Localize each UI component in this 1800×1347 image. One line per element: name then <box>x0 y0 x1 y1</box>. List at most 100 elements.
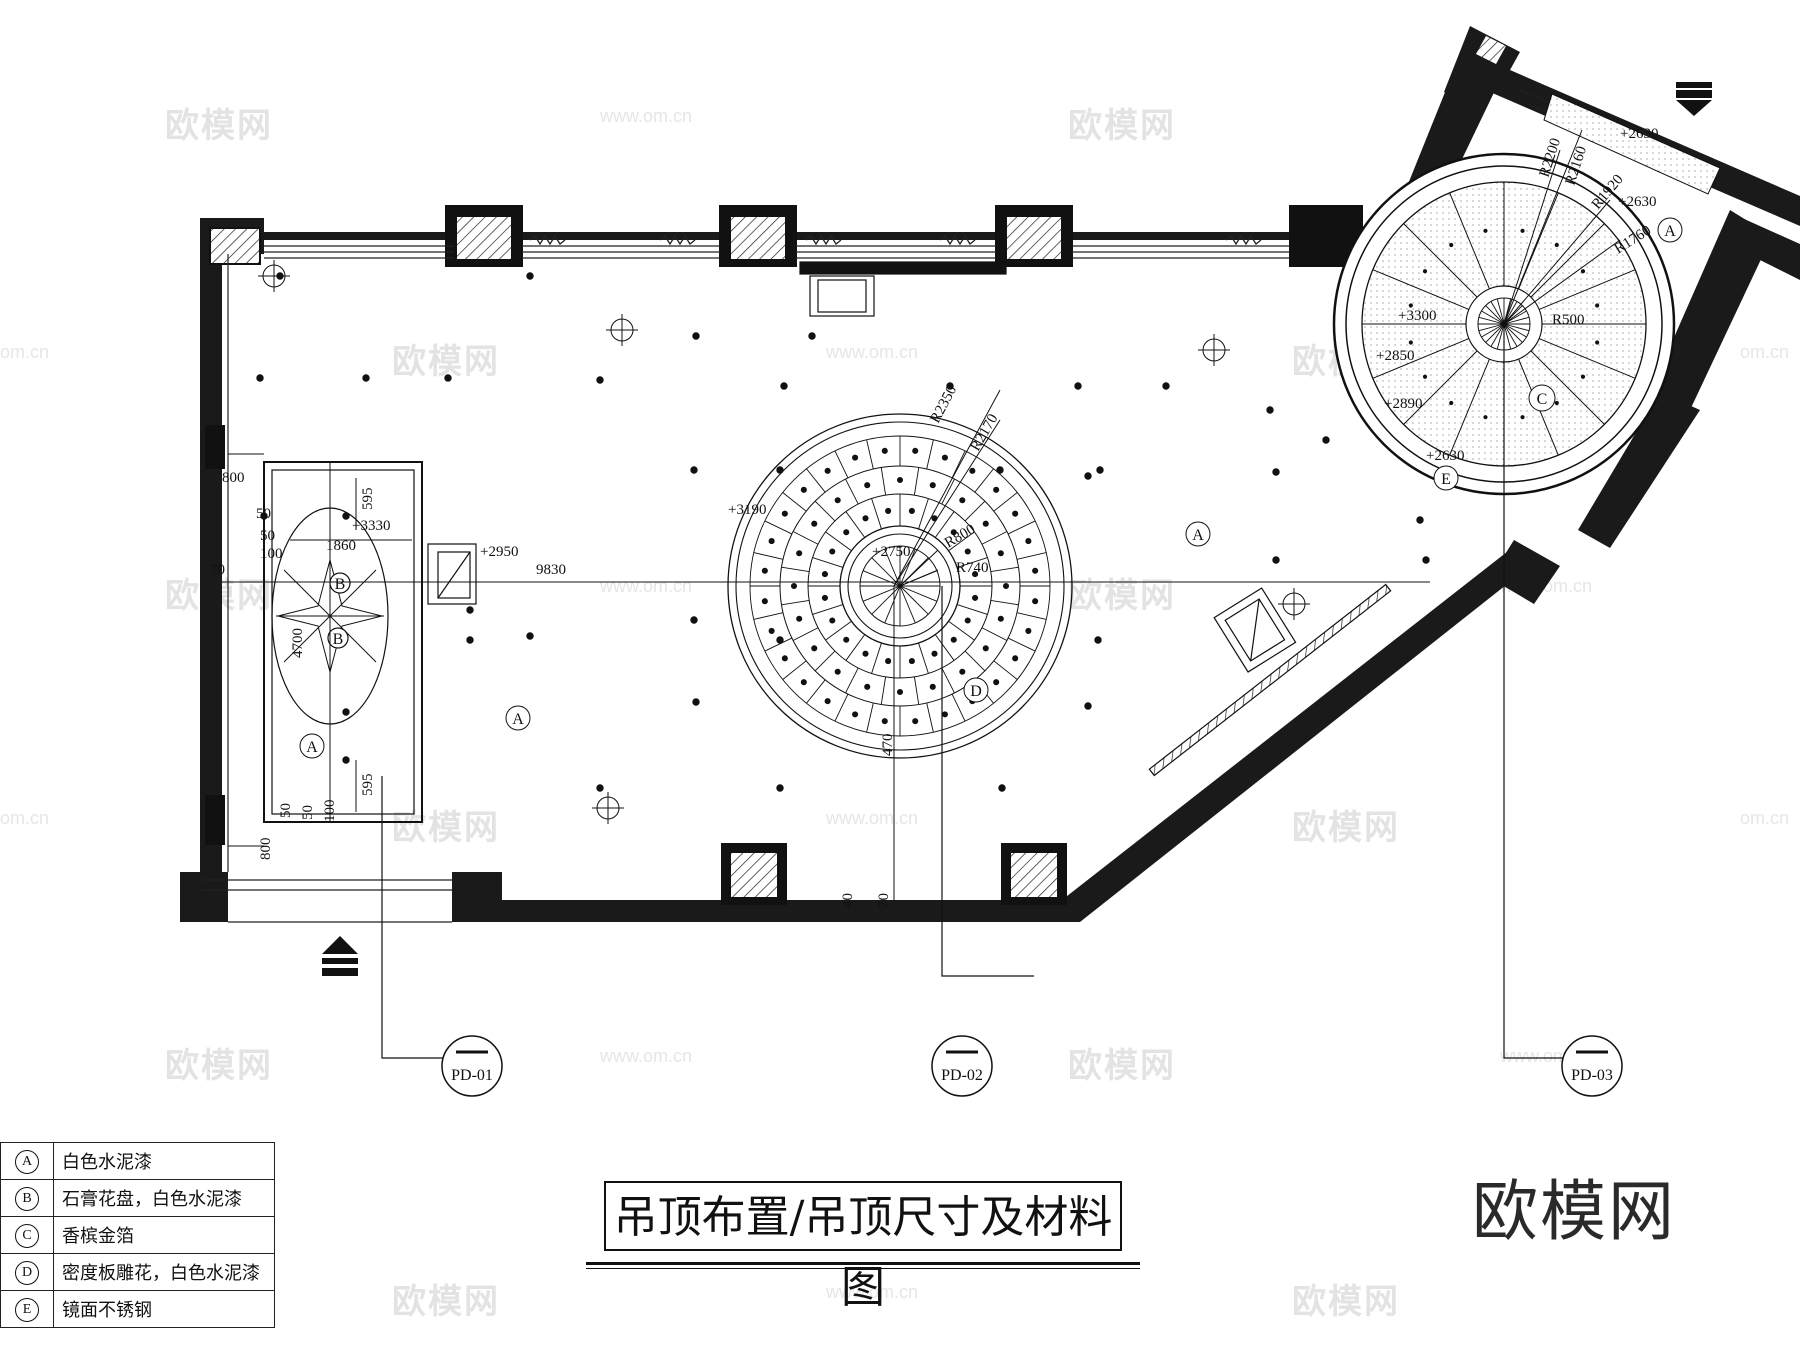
legend-row: A 白色水泥漆 <box>0 1142 275 1180</box>
dome-light <box>972 571 979 578</box>
rotunda-spoke <box>1518 192 1559 290</box>
dome-rib <box>792 531 819 545</box>
wall-lines <box>202 254 452 923</box>
dome-rib <box>926 439 934 470</box>
ceiling-lights <box>256 260 1430 824</box>
legend-row: D 密度板雕花，白色水泥漆 <box>0 1253 275 1291</box>
legend-text: 香槟金箔 <box>53 1216 275 1254</box>
downlight <box>256 374 264 382</box>
dome-rib <box>934 634 955 661</box>
dome-rib <box>1007 520 1036 535</box>
dome-star-ray <box>899 585 929 615</box>
dome-rib <box>871 642 882 674</box>
watermark-url: www.om.cn <box>826 1282 919 1302</box>
dim-text: +2630 <box>1620 126 1658 142</box>
dome-rib <box>948 531 975 552</box>
downlight <box>690 466 698 474</box>
dome-rib <box>1016 552 1047 560</box>
dome-rib <box>825 531 852 552</box>
dim-text: R2170 <box>968 411 1002 454</box>
dome-rib <box>764 637 793 652</box>
rotunda-light <box>1408 303 1413 308</box>
dome-rib <box>974 468 994 493</box>
dome-star-ray <box>899 585 916 624</box>
dome-light <box>829 548 836 555</box>
legend-text: 白色水泥漆 <box>53 1142 275 1180</box>
dome-light <box>761 598 768 605</box>
drawing-title: 吊顶布置/吊顶尺寸及材料图 <box>604 1181 1122 1313</box>
dome-light <box>1032 598 1039 605</box>
rotunda-star-ray <box>1478 316 1505 325</box>
rotunda-star-ray <box>1496 298 1505 325</box>
dome-rib <box>1016 612 1047 620</box>
dim-text: +2950 <box>480 544 518 560</box>
legend-text: 石膏花盘，白色水泥漆 <box>53 1179 275 1217</box>
dim-text: 595 <box>360 774 376 797</box>
rotunda-star-ray <box>1485 323 1505 343</box>
dome-light <box>768 627 775 634</box>
dome-light <box>843 529 850 536</box>
dome-star-ray <box>871 557 901 587</box>
dome-rib <box>845 511 866 538</box>
dome-light <box>931 650 938 657</box>
dome-light <box>862 650 869 657</box>
dome-light <box>964 548 971 555</box>
downlight <box>1084 472 1092 480</box>
wall-left <box>200 218 222 921</box>
watermark-url: www.om.cn <box>600 1046 693 1066</box>
rotunda-light <box>1554 400 1559 406</box>
downlight <box>692 698 700 706</box>
rotunda-spoke <box>1372 269 1470 310</box>
dome-rib <box>792 627 819 641</box>
zone-label: B <box>335 576 346 593</box>
downlight <box>690 616 698 624</box>
dome-light <box>885 658 892 665</box>
dome-light <box>964 617 971 624</box>
dome-light <box>790 582 798 590</box>
dim-text: 40 <box>840 893 856 908</box>
dome-light <box>1012 510 1019 517</box>
dome-light <box>821 594 828 601</box>
zone-label: B <box>333 631 344 648</box>
downlight <box>1084 702 1092 710</box>
dome-light <box>852 454 859 461</box>
zone-label: E <box>1441 471 1451 488</box>
rotunda-light <box>1408 340 1413 345</box>
watermark-url: www.om.cn <box>600 106 693 126</box>
fixtures <box>427 261 1392 777</box>
watermark-brand: 欧模网 <box>165 1047 273 1085</box>
legend-symbol: C <box>15 1223 39 1248</box>
rotunda-star-ray <box>1490 301 1505 325</box>
watermark-brand: 欧模网 <box>392 809 500 847</box>
dim-text: +2750 <box>872 544 910 560</box>
dome-light <box>821 571 828 578</box>
section-leaders <box>381 324 1564 1059</box>
rotunda-star-ray <box>1490 323 1505 347</box>
rotunda-light <box>1449 242 1454 248</box>
downlight <box>444 374 452 382</box>
dim-text: 800 <box>222 470 245 486</box>
dome-light <box>1002 582 1010 590</box>
dome-light <box>896 688 904 696</box>
rotunda-light <box>1580 269 1586 274</box>
dome-rib <box>814 650 836 672</box>
rotunda-light <box>1449 400 1454 406</box>
dome-light <box>796 550 803 557</box>
section-marker-pd03: PD-03 <box>1561 1035 1623 1097</box>
dome-light <box>834 668 841 675</box>
dome-rib <box>845 667 859 694</box>
dome-rib <box>764 520 793 535</box>
dome-light <box>829 617 836 624</box>
rotunda-spoke <box>1372 338 1470 379</box>
watermark-url: om.cn <box>1740 808 1790 828</box>
dome-rib <box>918 642 929 674</box>
rotunda-spoke <box>1538 269 1636 310</box>
dim-text: 9830 <box>536 562 566 578</box>
dome-light <box>969 467 976 474</box>
dome-light <box>834 497 841 504</box>
dome-rib <box>782 492 807 512</box>
dome-star-ray <box>862 570 901 587</box>
rotunda-spoke <box>1449 358 1490 456</box>
wall-bottom <box>502 900 1062 922</box>
dim-text: R2350 <box>927 383 960 426</box>
